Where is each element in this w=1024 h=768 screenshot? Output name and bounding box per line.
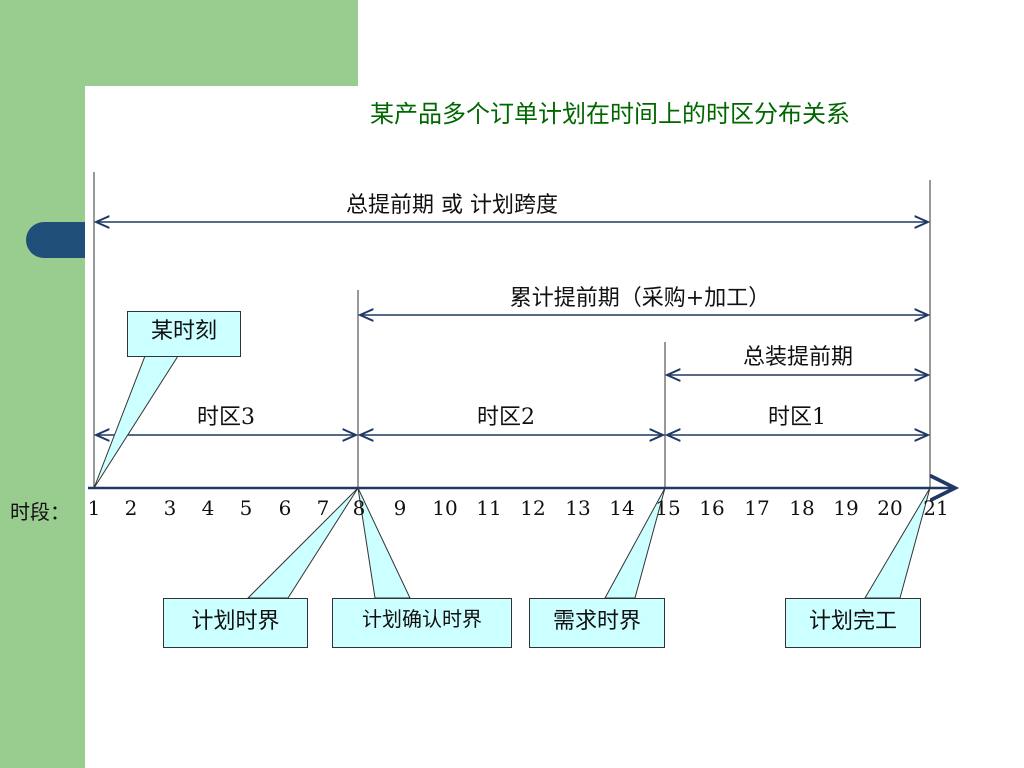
tick-label: 13 — [565, 496, 591, 520]
tick-label: 15 — [655, 496, 681, 520]
tick-label: 2 — [124, 496, 138, 520]
plan-confirm-fence-callout: 计划确认时界 — [332, 598, 512, 648]
zone2-label: 时区2 — [477, 405, 535, 430]
zone3-label: 时区3 — [197, 405, 255, 430]
slide-title: 某产品多个订单计划在时间上的时区分布关系 — [370, 100, 850, 128]
tick-label: 4 — [201, 496, 215, 520]
tick-label: 3 — [163, 496, 177, 520]
tick-label: 18 — [789, 496, 815, 520]
tick-label: 12 — [520, 496, 546, 520]
tick-label: 20 — [877, 496, 903, 520]
moment-callout: 某时刻 — [127, 311, 241, 357]
plan-complete-callout: 计划完工 — [785, 598, 921, 648]
left-green-panel — [0, 0, 85, 768]
tick-label: 21 — [923, 496, 949, 520]
plan-fence-callout-pointer — [246, 487, 359, 599]
tick-label: 19 — [833, 496, 859, 520]
cumulative-lead-label: 累计提前期（采购+加工） — [510, 286, 770, 311]
plan-fence-callout: 计划时界 — [163, 598, 308, 648]
tick-label: 8 — [352, 496, 366, 520]
tick-label: 14 — [609, 496, 635, 520]
tick-label: 11 — [476, 496, 502, 520]
tick-label: 1 — [87, 496, 101, 520]
tick-label: 16 — [699, 496, 725, 520]
side-tab-decoration — [26, 222, 85, 258]
demand-fence-callout: 需求时界 — [529, 598, 665, 648]
assembly-lead-label: 总装提前期 — [743, 345, 853, 370]
tick-label: 17 — [744, 496, 770, 520]
tick-label: 5 — [239, 496, 253, 520]
tick-label: 10 — [432, 496, 458, 520]
top-green-panel — [0, 0, 358, 86]
zone1-label: 时区1 — [768, 405, 826, 430]
tick-label: 7 — [316, 496, 330, 520]
tick-label: 6 — [278, 496, 292, 520]
moment-callout-pointer — [93, 355, 179, 489]
total-lead-label: 总提前期 或 计划跨度 — [346, 193, 558, 218]
timeline-prefix-label: 时段： — [10, 500, 70, 524]
tick-label: 9 — [393, 496, 407, 520]
